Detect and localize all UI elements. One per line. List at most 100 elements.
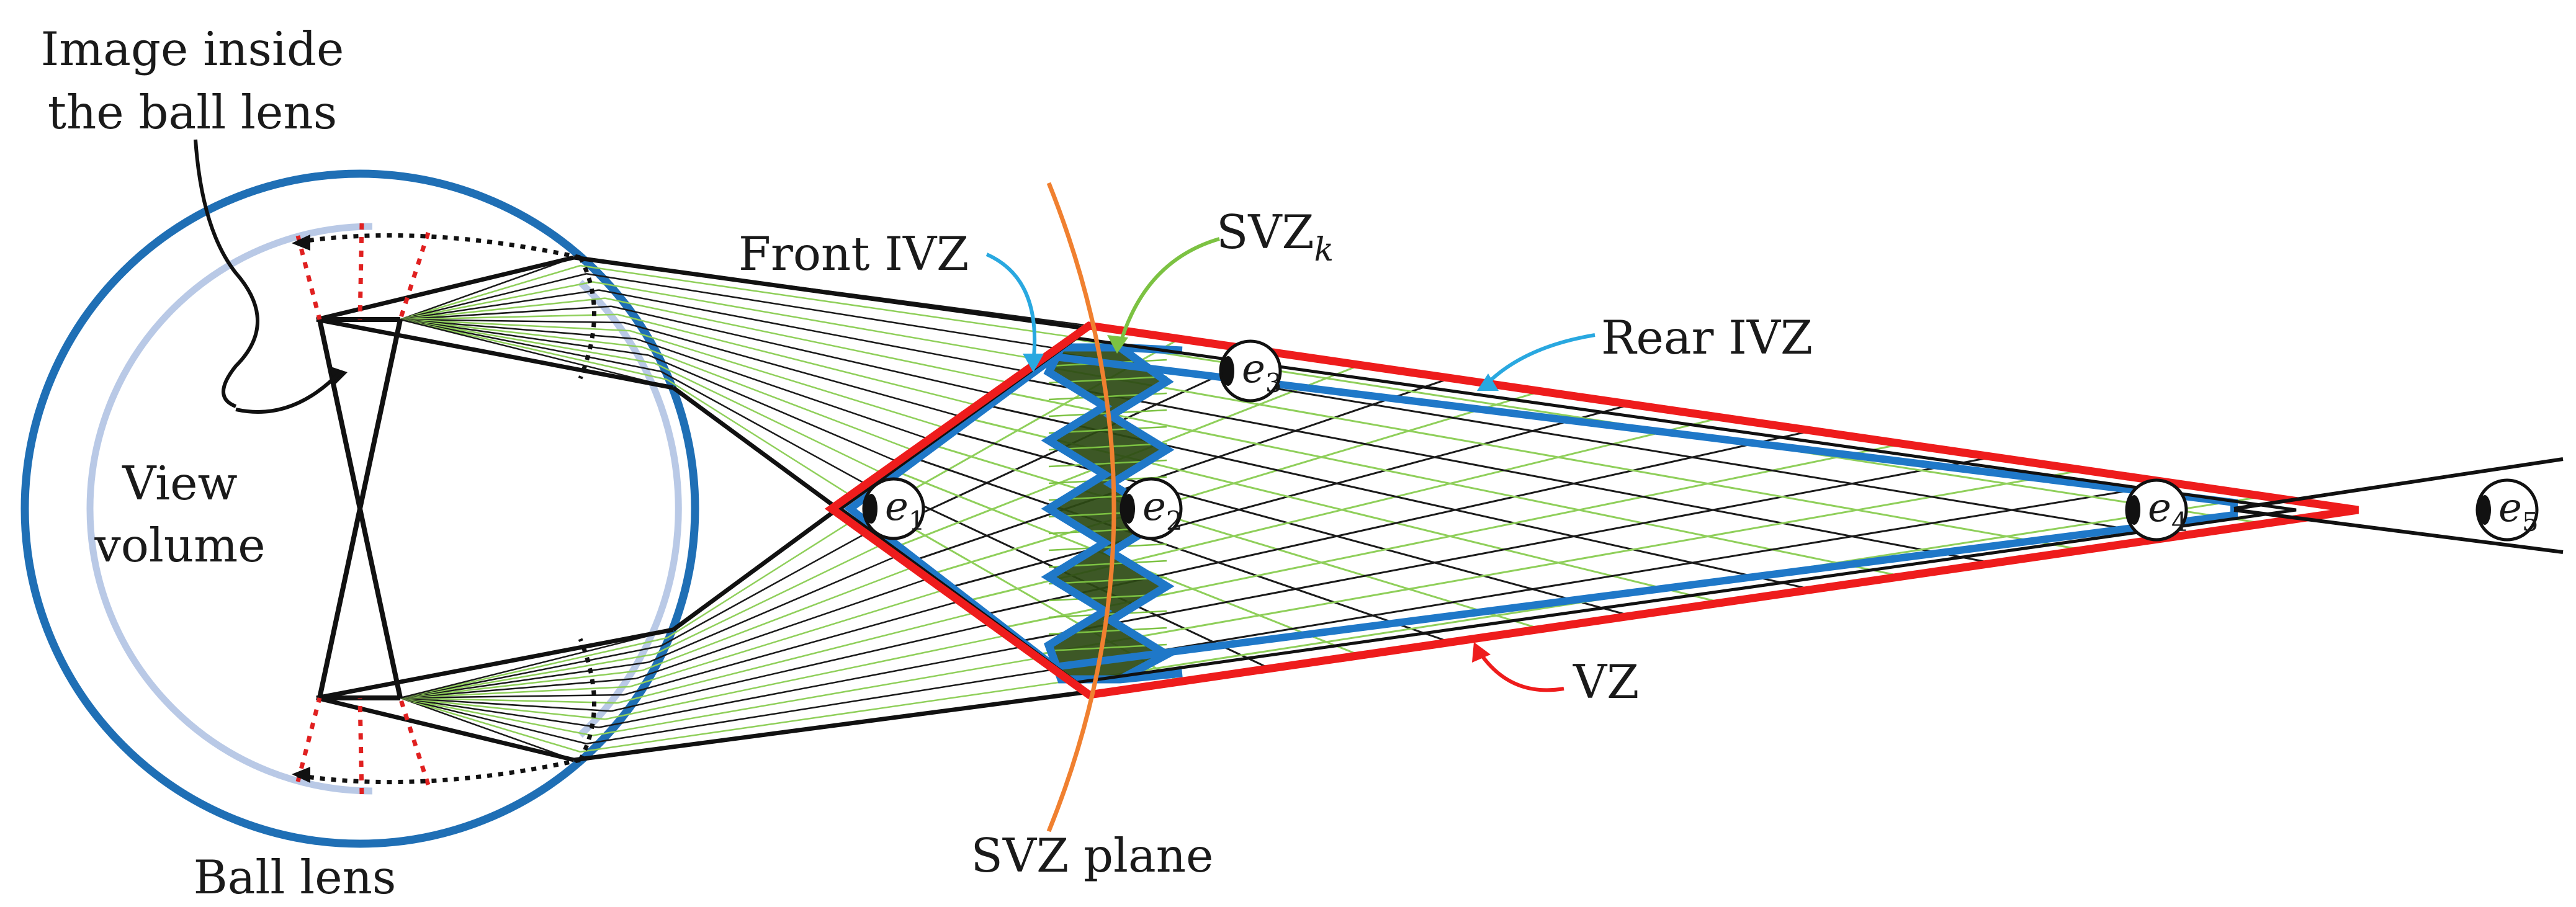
fan-ray — [400, 318, 668, 381]
fan-ray — [400, 297, 606, 321]
eye-pupil-icon — [1222, 356, 1234, 386]
view-volume-label-1: View — [122, 456, 237, 511]
fan-ray — [400, 318, 624, 324]
eye-subscript: 3 — [1265, 368, 1282, 398]
eye-label: e3 — [1242, 346, 1282, 398]
fan-ray — [642, 565, 917, 671]
eye-circle — [862, 477, 925, 540]
eye-label: e5 — [2498, 485, 2539, 537]
fan-ray — [400, 273, 587, 321]
eye-letter: e — [2498, 485, 2522, 531]
fan-ray — [648, 553, 901, 663]
eye-label: e1 — [885, 484, 925, 536]
image-ray-dotted-red — [295, 223, 431, 795]
fan-ray — [400, 697, 618, 704]
fan-ray — [400, 637, 668, 699]
fan-ray — [623, 599, 964, 696]
fan-ray — [400, 686, 631, 699]
fan-ray — [400, 281, 593, 321]
fan-ray — [400, 697, 593, 736]
fan-ray — [592, 656, 1043, 736]
inner-arc-left — [86, 223, 373, 795]
eye-marker-1: e1 — [862, 477, 925, 540]
grid-ray — [999, 390, 1901, 577]
fan-ray — [660, 370, 870, 487]
eye-letter: e — [2148, 485, 2171, 531]
view-volume-label-2: volume — [94, 518, 265, 573]
fan-ray — [400, 318, 649, 356]
fan-ray — [400, 318, 643, 348]
fan-ray — [400, 289, 599, 321]
annotation-arrowheads — [329, 335, 1499, 663]
grid-ray — [1034, 364, 2082, 551]
fan-ray — [611, 305, 995, 395]
fan-ray — [400, 677, 637, 699]
eye-pupil-icon — [2479, 495, 2491, 525]
fan-ray — [400, 318, 655, 364]
svz-k-label: SVZk — [1216, 205, 1334, 269]
fan-ray — [400, 697, 587, 744]
fan-ray — [666, 519, 854, 639]
eye-letter: e — [885, 484, 909, 530]
grid-ray — [1052, 483, 2172, 669]
eye-subscript: 2 — [1166, 506, 1183, 536]
fan-ray — [654, 542, 886, 655]
eye-letter: e — [1142, 484, 1166, 530]
fan-ray — [400, 697, 575, 761]
fan-ray — [400, 318, 674, 389]
fan-ray — [400, 697, 599, 728]
eye-label: e2 — [1142, 484, 1183, 536]
eye-marker-4: e4 — [2125, 478, 2188, 542]
fan-ray — [635, 576, 933, 679]
fan-ray — [629, 588, 948, 688]
fan-ray — [617, 610, 980, 704]
eye-pupil-icon — [1123, 494, 1135, 524]
image-inside-label-2: the ball lens — [48, 85, 337, 140]
fan-ray — [629, 329, 948, 430]
eye-circle — [2475, 478, 2539, 542]
fan-ray — [635, 338, 933, 441]
eye-circle — [2125, 478, 2188, 542]
eye-marker-3: e3 — [1219, 339, 1282, 403]
fan-ray — [400, 628, 674, 699]
eye-pupil-icon — [865, 494, 877, 524]
view-volume-x — [317, 317, 403, 700]
grid-ray — [1017, 377, 1991, 564]
vz-outline — [824, 321, 2359, 699]
eye-subscript: 5 — [2522, 507, 2539, 537]
fan-ray — [400, 256, 575, 321]
svz-plane-arc — [1046, 182, 1116, 833]
fan-ray — [623, 321, 964, 418]
fan-boundary-lines — [316, 255, 1090, 762]
eye-subscript: 4 — [2171, 507, 2188, 537]
fan-ray — [604, 297, 1011, 384]
fan-ray — [598, 289, 1026, 372]
fan-ray — [400, 697, 606, 720]
fan-ray — [400, 313, 618, 321]
fan-ray — [592, 281, 1043, 361]
grid-ray — [1034, 469, 2082, 656]
vz-label: VZ — [1573, 655, 1639, 709]
eye-marker-2: e2 — [1120, 477, 1183, 540]
eye-label: e4 — [2148, 485, 2188, 537]
fan-ray — [400, 697, 612, 712]
image-inside-pointer — [235, 370, 342, 414]
fan-ray — [400, 305, 612, 321]
fan-ray — [654, 362, 886, 475]
svz-cell-line — [1048, 543, 1167, 552]
fan-ray — [642, 346, 917, 452]
ball-lens-circle — [20, 169, 699, 848]
front-ivz-label: Front IVZ — [738, 226, 969, 281]
fan-ray — [660, 530, 870, 647]
image-arrowheads — [292, 235, 310, 783]
fan-ray — [400, 669, 643, 699]
fan-ray — [648, 354, 901, 464]
fan-ray — [617, 313, 980, 407]
top-ray-fan — [400, 256, 1090, 510]
beyond-vz-rays — [2233, 457, 2564, 554]
bottom-ray-fan — [400, 507, 1090, 761]
eye-letter: e — [1242, 346, 1265, 392]
fan-ray — [400, 318, 637, 340]
